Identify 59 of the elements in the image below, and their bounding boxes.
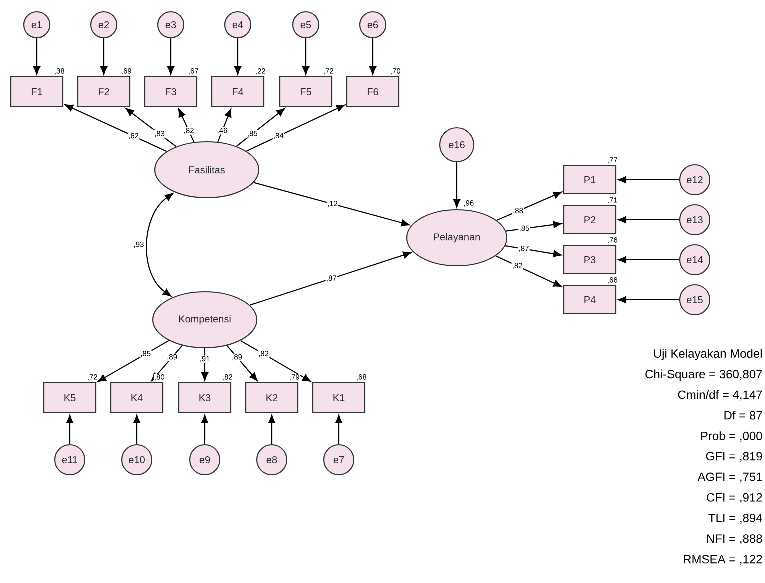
fit-statistic: GFI = ,819 [706, 452, 762, 462]
arrow [64, 104, 168, 152]
indicator-box: F5 [279, 76, 333, 108]
arrow [226, 346, 258, 382]
arrow [250, 252, 412, 306]
arrow [496, 256, 562, 288]
indicator-box: K3 [178, 382, 232, 414]
arrow [302, 38, 310, 75]
arrow [618, 256, 680, 264]
indicator-box: P1 [563, 165, 617, 195]
arrow [618, 216, 680, 224]
arrow [268, 415, 276, 444]
arrow [167, 38, 175, 75]
arrow [218, 108, 232, 142]
fit-statistic: NFI = ,888 [707, 534, 762, 544]
curved-arrow [146, 193, 174, 297]
arrow [126, 108, 177, 148]
indicator-box: P3 [563, 245, 617, 275]
arrow [201, 415, 209, 444]
arrow [246, 104, 346, 152]
arrow [496, 192, 562, 222]
fit-statistic: RMSEA = ,122 [684, 555, 762, 566]
fit-statistic: AGFI = ,751 [698, 472, 762, 483]
fit-statistic: TLI = ,894 [708, 514, 762, 524]
arrow [240, 340, 312, 382]
fit-statistic: Df = 87 [724, 411, 762, 420]
indicator-box: F6 [346, 76, 400, 108]
fit-statistic: Chi-Square = 360,807 [646, 370, 762, 381]
arrow [201, 348, 209, 381]
indicator-box: K5 [43, 382, 97, 414]
arrow [98, 340, 170, 382]
arrow [66, 415, 74, 444]
indicator-box: F4 [211, 76, 265, 108]
indicator-box: P4 [563, 285, 617, 315]
arrow [618, 176, 680, 184]
fit-statistic: Uji Kelayakan Model [654, 349, 762, 360]
indicator-box: F2 [77, 76, 131, 108]
arrow [236, 108, 286, 147]
arrow [234, 38, 242, 75]
indicator-box: P2 [563, 205, 617, 235]
arrow [505, 245, 562, 258]
indicator-box: F3 [144, 76, 198, 108]
fit-statistic: Prob = ,000 [701, 432, 762, 442]
arrow [254, 182, 410, 227]
arrow [453, 162, 461, 208]
arrow [506, 221, 562, 232]
arrow [100, 38, 108, 75]
arrow [178, 108, 195, 143]
indicator-box: F1 [10, 76, 64, 108]
arrow [335, 415, 343, 444]
fit-statistic: CFI = ,912 [707, 493, 762, 504]
arrow [369, 38, 377, 75]
fit-statistic: Cmin/df = 4,147 [678, 390, 762, 401]
indicator-box: K1 [312, 382, 366, 414]
indicator-box: K4 [110, 382, 164, 414]
indicator-box: K2 [245, 382, 299, 414]
arrow [618, 296, 680, 304]
arrow [33, 38, 41, 75]
arrow [133, 415, 141, 444]
